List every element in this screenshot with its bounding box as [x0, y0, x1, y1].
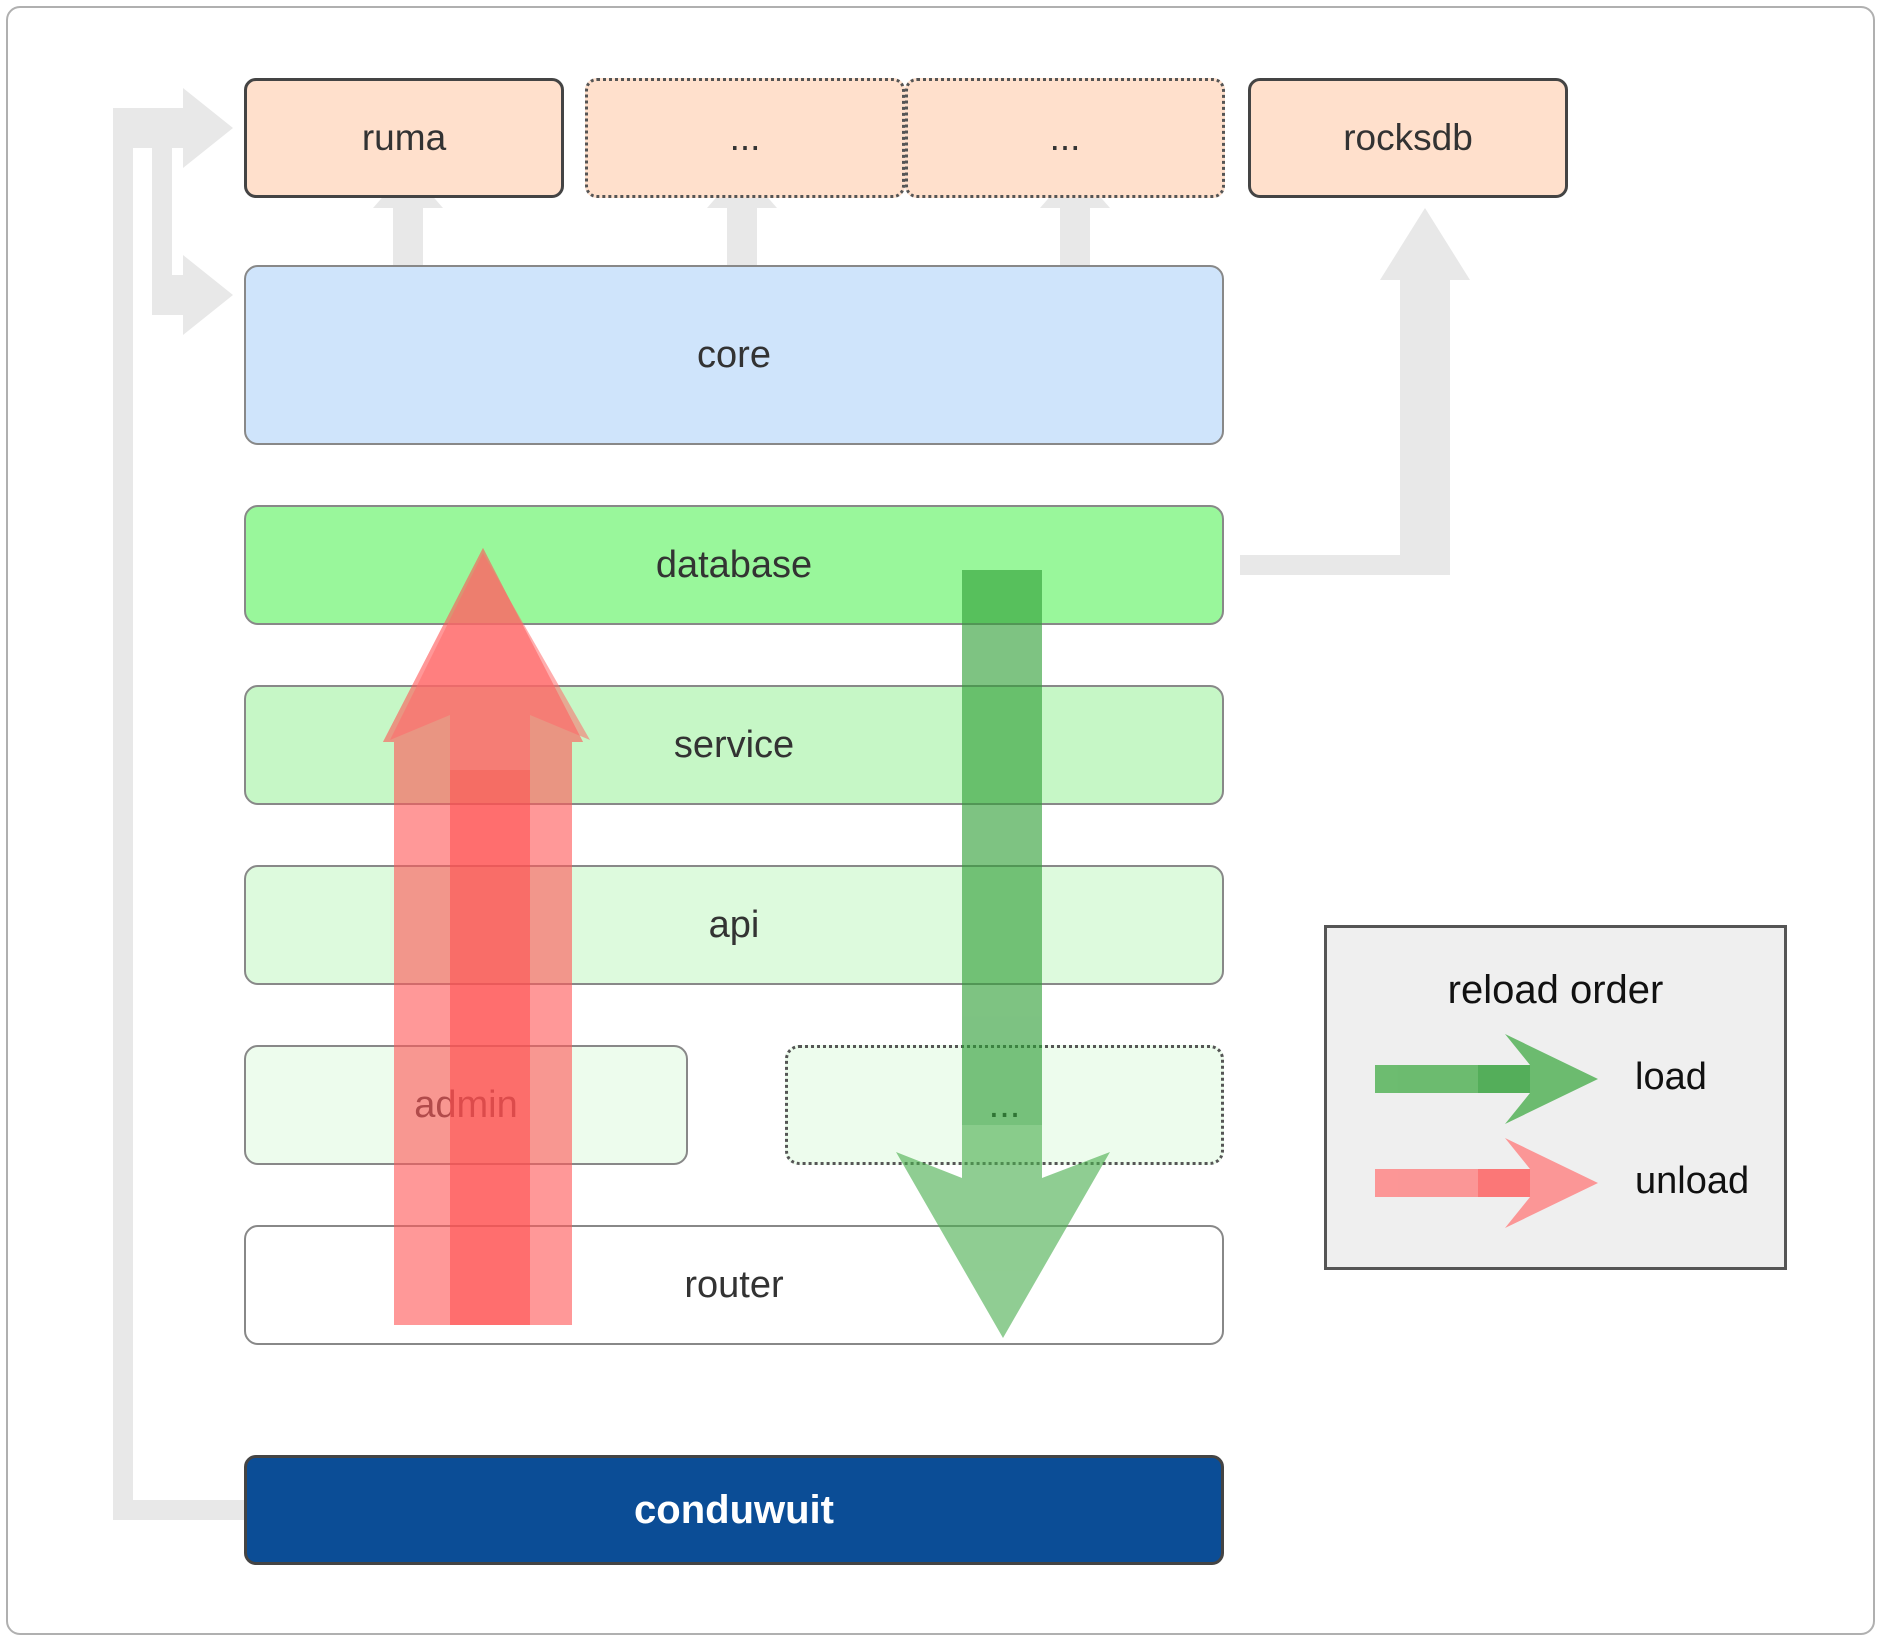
node-core[interactable]: core [244, 265, 1224, 445]
connector-database-to-rocksdb [1240, 208, 1470, 575]
node-core-label: core [697, 333, 771, 376]
legend-label-unload: unload [1635, 1160, 1750, 1202]
connector-to-core [152, 255, 233, 335]
node-admin-label: admin [414, 1083, 518, 1126]
node-rocksdb[interactable]: rocksdb [1248, 78, 1568, 198]
node-rocksdb-label: rocksdb [1343, 117, 1473, 158]
node-admin[interactable]: admin [244, 1045, 688, 1165]
node-router[interactable]: router [244, 1225, 1224, 1345]
connector-to-ruma [113, 88, 233, 168]
connector-trunk [113, 130, 133, 1520]
node-external-dots-1-label: ... [729, 117, 761, 158]
node-database[interactable]: database [244, 505, 1224, 625]
node-layer-dots-label: ... [988, 1083, 1021, 1126]
node-external-dots-1[interactable]: ... [585, 78, 905, 198]
node-ruma-label: ruma [361, 117, 447, 158]
legend-label-load: load [1635, 1056, 1707, 1098]
node-router-label: router [684, 1263, 784, 1306]
connector-to-conduwuit [113, 1500, 250, 1520]
node-ruma[interactable]: ruma [244, 78, 564, 198]
node-conduwuit[interactable]: conduwuit [244, 1455, 1224, 1565]
node-external-dots-2[interactable]: ... [905, 78, 1225, 198]
node-service-label: service [673, 723, 795, 766]
node-external-dots-2-label: ... [1049, 117, 1081, 158]
node-service[interactable]: service [244, 685, 1224, 805]
node-conduwuit-label: conduwuit [634, 1487, 834, 1532]
legend-box: reload order load unload [1324, 925, 1787, 1270]
connector-ruma-core-link [152, 128, 172, 315]
node-layer-dots[interactable]: ... [785, 1045, 1224, 1165]
node-database-label: database [655, 543, 813, 586]
node-api-label: api [708, 903, 760, 946]
legend-title: reload order [1447, 968, 1664, 1012]
node-api[interactable]: api [244, 865, 1224, 985]
